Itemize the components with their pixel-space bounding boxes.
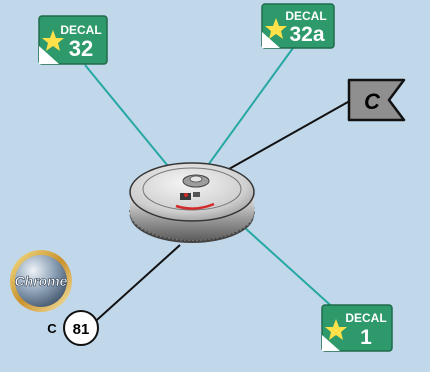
star-icon bbox=[325, 319, 347, 340]
peeled-corner-icon bbox=[39, 46, 59, 64]
chrome-finish-badge: Chrome bbox=[10, 250, 72, 312]
paint-color-flag-icon bbox=[347, 78, 406, 122]
paint-color-flag: C bbox=[347, 78, 406, 122]
star-icon bbox=[42, 30, 64, 51]
leader-color-flag bbox=[212, 97, 356, 179]
leader-part-81 bbox=[87, 244, 181, 329]
decal-number: 1 bbox=[360, 326, 372, 349]
leader-decal-1 bbox=[244, 227, 339, 313]
color-code-label: C bbox=[364, 89, 381, 114]
decal-label: DECAL bbox=[60, 23, 101, 37]
part-number: 81 bbox=[73, 321, 90, 338]
part-callout-81: C 81 bbox=[47, 310, 99, 346]
star-icon bbox=[265, 18, 287, 39]
part-number-circle bbox=[63, 310, 99, 346]
decal-number: 32a bbox=[289, 23, 324, 46]
decal-label: DECAL bbox=[285, 9, 326, 23]
air-cleaner-lid bbox=[129, 162, 255, 243]
decal-tag-icon bbox=[261, 3, 335, 49]
chrome-label: Chrome bbox=[15, 273, 68, 289]
part-color-code: C bbox=[47, 321, 57, 336]
peeled-corner-icon bbox=[322, 335, 340, 351]
decal-tag-icon bbox=[38, 15, 108, 65]
decal-tag-1: DECAL 1 bbox=[321, 304, 393, 352]
peeled-corner-icon bbox=[262, 32, 280, 48]
decal-number: 32 bbox=[69, 36, 93, 61]
decal-label: DECAL bbox=[345, 311, 386, 325]
leader-decal-32a bbox=[202, 47, 294, 173]
decal-tag-32: DECAL 32 bbox=[38, 15, 108, 65]
decal-tag-32a: DECAL 32a bbox=[261, 3, 335, 49]
decal-tag-icon bbox=[321, 304, 393, 352]
